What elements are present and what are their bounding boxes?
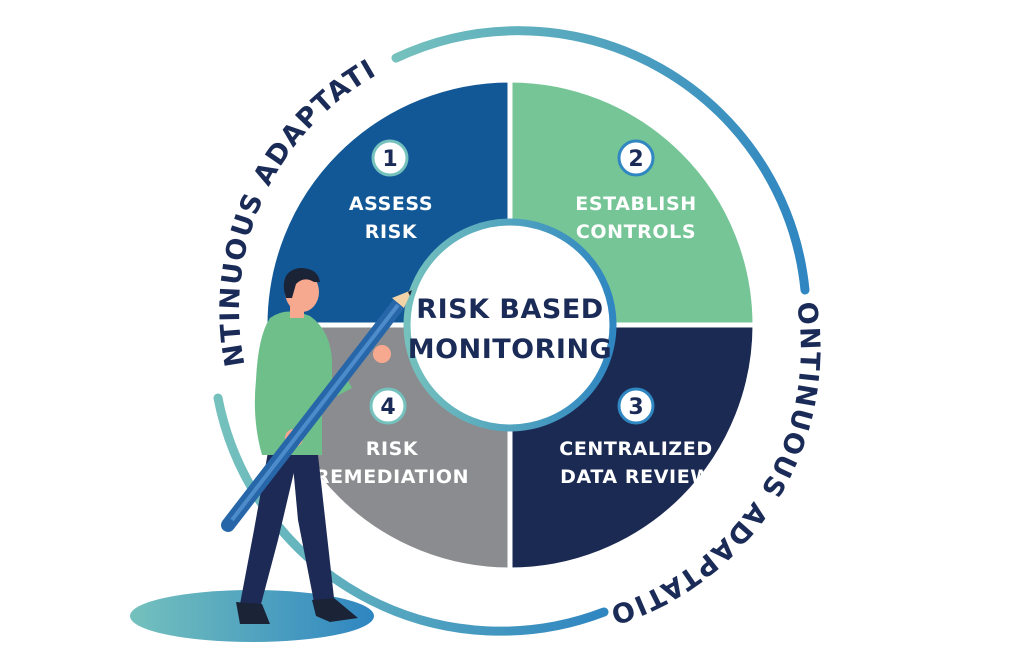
- step-4-number: 4: [380, 395, 395, 420]
- step-2: 2 ESTABLISH CONTROLS: [575, 139, 697, 243]
- step-2-number: 2: [628, 147, 643, 172]
- center-circle-border: [403, 218, 617, 432]
- step-3-label-line1: CENTRALIZED: [559, 438, 712, 460]
- person-leg-back: [292, 455, 334, 602]
- person-illustration: [236, 268, 391, 624]
- pencil-tip-lead: [408, 290, 412, 296]
- step-1-label-line1: ASSESS: [349, 193, 433, 215]
- step-3-label-line2: DATA REVIEW: [560, 466, 712, 488]
- center-title-line1: RISK BASED: [416, 294, 603, 325]
- pencil-tip-wood: [392, 290, 412, 308]
- step-4: 4 RISK REMEDIATION: [315, 387, 469, 488]
- step-4-label-line2: REMEDIATION: [315, 466, 469, 488]
- step-4-badge: [369, 387, 407, 425]
- step-3-number: 3: [628, 395, 643, 420]
- person-shoe-back: [312, 598, 358, 622]
- person-shoe-front: [236, 602, 270, 624]
- step-1-number: 1: [382, 147, 397, 172]
- step-1: 1 ASSESS RISK: [349, 139, 433, 243]
- step-2-label-line1: ESTABLISH: [575, 193, 697, 215]
- person-hand-back: [373, 345, 391, 363]
- person-hair: [283, 268, 320, 298]
- step-1-label-line2: RISK: [365, 221, 418, 243]
- ring-arc-top: [391, 26, 810, 295]
- step-3-badge: [617, 387, 655, 425]
- step-4-label-line1: RISK: [366, 438, 419, 460]
- center-title-line2: MONITORING: [408, 334, 612, 365]
- pencil-illustration: [221, 290, 412, 532]
- step-1-badge: [371, 139, 409, 177]
- person-arm-front: [258, 330, 304, 440]
- step-2-label-line2: CONTROLS: [576, 221, 696, 243]
- step-3: 3 CENTRALIZED DATA REVIEW: [559, 387, 712, 488]
- ring-arc-bottom: [213, 393, 609, 636]
- step-2-badge: [617, 139, 655, 177]
- person-leg-front: [240, 452, 298, 608]
- pencil-highlight: [230, 303, 400, 522]
